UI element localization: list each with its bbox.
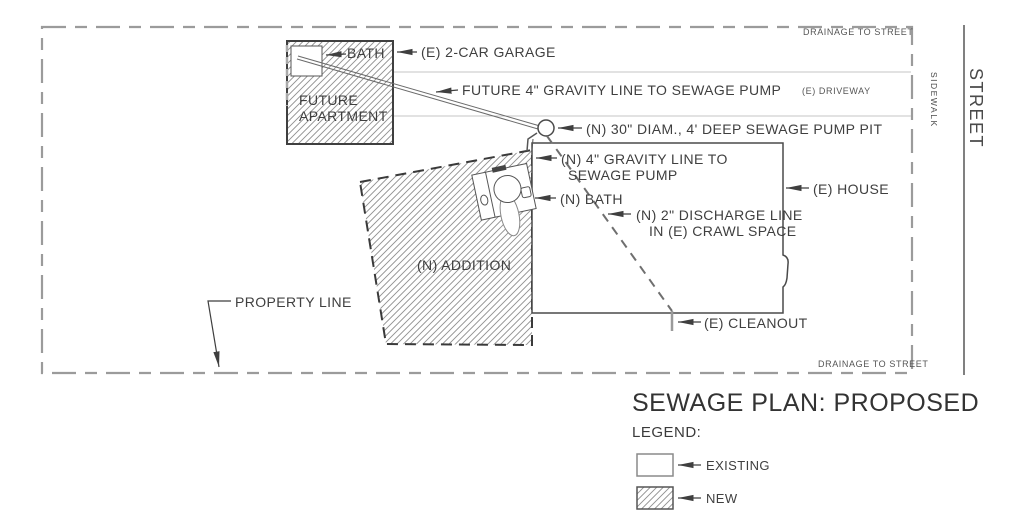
house-outline [531, 142, 789, 314]
legend-title: LEGEND: [632, 424, 702, 441]
driveway-label: (E) DRIVEWAY [802, 86, 871, 96]
bath-leader-arrow [325, 51, 347, 58]
legend-existing-swatch [636, 453, 674, 477]
sink-fixture [480, 194, 489, 206]
property-line-boundary [40, 25, 914, 375]
tub-fixture [493, 175, 522, 204]
pump-pit-connector-2 [531, 138, 534, 151]
street-label: STREET [966, 68, 986, 149]
n-bath-label: (N) BATH [560, 191, 623, 207]
discharge-pipe-line [546, 135, 673, 312]
discharge-line2: IN (E) CRAWL SPACE [649, 223, 797, 239]
future-gravity-pipe-line1 [297, 55, 541, 127]
discharge-label: (N) 2" DISCHARGE LINE IN (E) CRAWL SPACE [636, 207, 803, 239]
sewage-pump-pit [537, 119, 555, 137]
door-header [491, 164, 507, 173]
property-line-label: PROPERTY LINE [235, 294, 352, 310]
e-house-label: (E) HOUSE [813, 181, 889, 197]
garage-label: (E) 2-CAR GARAGE [421, 44, 556, 60]
future-apartment-line2: APARTMENT [299, 108, 388, 124]
n-addition-label: (N) ADDITION [417, 257, 512, 273]
n-gravity-line1: (N) 4" GRAVITY LINE TO [561, 151, 728, 167]
pump-pit-connector [526, 132, 538, 152]
future-gravity-leader-arrow [435, 87, 459, 94]
addition-bathroom-fixtures [471, 162, 537, 237]
legend-new-swatch [636, 486, 674, 510]
discharge-line1: (N) 2" DISCHARGE LINE [636, 207, 803, 223]
small-fixture [520, 186, 532, 199]
sidewalk-label: SIDEWALK [929, 72, 939, 128]
future-gravity-label: FUTURE 4" GRAVITY LINE TO SEWAGE PUMP [462, 82, 782, 98]
e-cleanout-label: (E) CLEANOUT [704, 315, 808, 331]
n-gravity-label: (N) 4" GRAVITY LINE TO SEWAGE PUMP [561, 151, 728, 183]
future-gravity-pipe-line2 [296, 58, 539, 130]
legend-existing-label: EXISTING [706, 458, 770, 473]
garage-bath-room [290, 45, 323, 77]
property-line-leader-arrow [207, 300, 231, 368]
n-gravity-line2: SEWAGE PUMP [568, 167, 678, 183]
drainage-bottom-label: DRAINAGE TO STREET [818, 359, 929, 369]
future-apartment-label: FUTURE APARTMENT [299, 92, 388, 124]
legend-new-label: NEW [706, 491, 738, 506]
pump-pit-label: (N) 30" DIAM., 4' DEEP SEWAGE PUMP PIT [586, 121, 883, 137]
drawing-title: SEWAGE PLAN: PROPOSED [632, 389, 980, 417]
bath-garage-label: BATH [347, 45, 385, 61]
drainage-top-label: DRAINAGE TO STREET [803, 27, 914, 37]
future-apartment-line1: FUTURE [299, 92, 359, 108]
bathroom-partition [485, 172, 496, 218]
